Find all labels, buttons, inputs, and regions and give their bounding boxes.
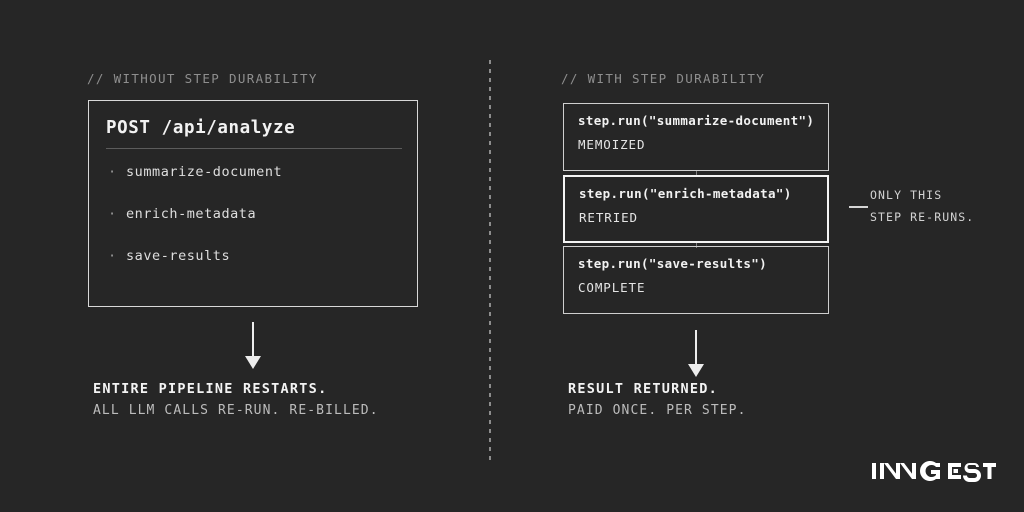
step-card-save-results: step.run("save-results") COMPLETE xyxy=(563,246,829,314)
endpoint-title: POST /api/analyze xyxy=(106,118,296,138)
callout-text-line-2: STEP RE-RUNS. xyxy=(870,210,975,224)
list-item-label: summarize-document xyxy=(126,164,283,180)
step-card-summarize-document: step.run("summarize-document") MEMOIZED xyxy=(563,103,829,171)
bullet-icon: · xyxy=(108,248,117,264)
list-item-label: enrich-metadata xyxy=(126,206,257,222)
arrow-head xyxy=(688,364,704,377)
inngest-logo xyxy=(872,458,996,484)
card-divider-rule xyxy=(106,148,402,149)
right-outcome-primary: RESULT RETURNED. xyxy=(568,381,719,397)
down-arrow-icon xyxy=(245,322,261,369)
list-item: · save-results xyxy=(108,248,230,264)
step-status-badge: RETRIED xyxy=(579,210,638,225)
step-call-expression: step.run("save-results") xyxy=(578,256,768,271)
step-status-badge: MEMOIZED xyxy=(578,137,646,152)
step-card-enrich-metadata: step.run("enrich-metadata") RETRIED xyxy=(563,175,829,243)
step-status-badge: COMPLETE xyxy=(578,280,646,295)
left-outcome-secondary: ALL LLM CALLS RE-RUN. RE-BILLED. xyxy=(93,403,379,418)
step-connector xyxy=(696,243,697,248)
right-outcome-secondary: PAID ONCE. PER STEP. xyxy=(568,403,747,418)
bullet-icon: · xyxy=(108,164,117,180)
down-arrow-icon xyxy=(688,330,704,377)
callout-text-line-1: ONLY THIS xyxy=(870,188,943,202)
left-outcome-primary: ENTIRE PIPELINE RESTARTS. xyxy=(93,381,328,397)
step-call-expression: step.run("summarize-document") xyxy=(578,113,815,128)
arrow-head xyxy=(245,356,261,369)
arrow-shaft xyxy=(695,330,697,364)
monolithic-endpoint-card xyxy=(88,100,418,307)
step-connector xyxy=(696,171,697,177)
callout-leader-line xyxy=(849,206,868,208)
bullet-icon: · xyxy=(108,206,117,222)
column-divider xyxy=(489,60,491,460)
right-column-header: // WITH STEP DURABILITY xyxy=(561,71,766,86)
arrow-shaft xyxy=(252,322,254,356)
step-call-expression: step.run("enrich-metadata") xyxy=(579,186,792,201)
list-item-label: save-results xyxy=(126,248,231,264)
list-item: · summarize-document xyxy=(108,164,282,180)
list-item: · enrich-metadata xyxy=(108,206,256,222)
left-column-header: // WITHOUT STEP DURABILITY xyxy=(87,71,318,86)
